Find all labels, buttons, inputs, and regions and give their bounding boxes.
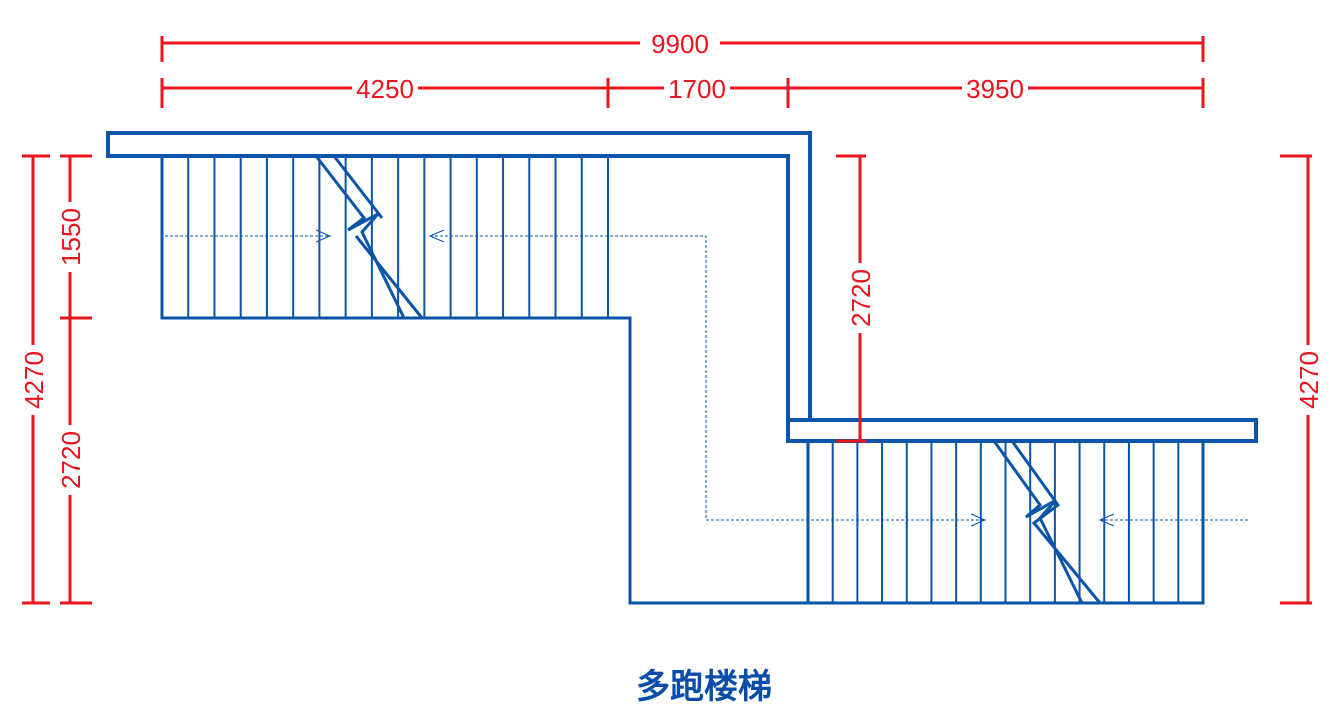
dim-left-upper-height: 1550 — [56, 208, 86, 266]
lower-arrow-right — [970, 513, 987, 527]
lower-arrow-left — [1098, 513, 1115, 527]
dim-right-total-height: 4270 — [1294, 351, 1324, 409]
lower-flight — [806, 440, 1250, 605]
caption: 多跑楼梯 — [636, 667, 772, 707]
middle-dimension: 2720 — [836, 154, 876, 443]
upper-arrow-left — [428, 229, 445, 243]
upper-break-line — [314, 155, 424, 319]
right-dimension: 4270 — [1280, 154, 1324, 605]
upper-wall — [106, 131, 812, 422]
dim-landing-width: 1700 — [668, 74, 726, 104]
upper-flight — [160, 155, 985, 605]
dim-right-flight-width: 3950 — [966, 74, 1024, 104]
dim-left-lower-height: 2720 — [56, 431, 86, 489]
top-dimensions: 9900 4250 1700 3950 — [160, 28, 1205, 108]
dim-middle-height: 2720 — [846, 269, 876, 327]
lower-wall — [786, 418, 1258, 443]
left-dimensions: 4270 1550 2720 — [19, 154, 92, 605]
dim-total-width: 9900 — [651, 29, 709, 59]
dim-left-flight-width: 4250 — [356, 74, 414, 104]
dim-left-total-height: 4270 — [19, 351, 49, 409]
upper-arrow-right — [315, 229, 332, 243]
upper-walk-line-right — [430, 235, 985, 521]
lower-break-line — [992, 440, 1102, 604]
